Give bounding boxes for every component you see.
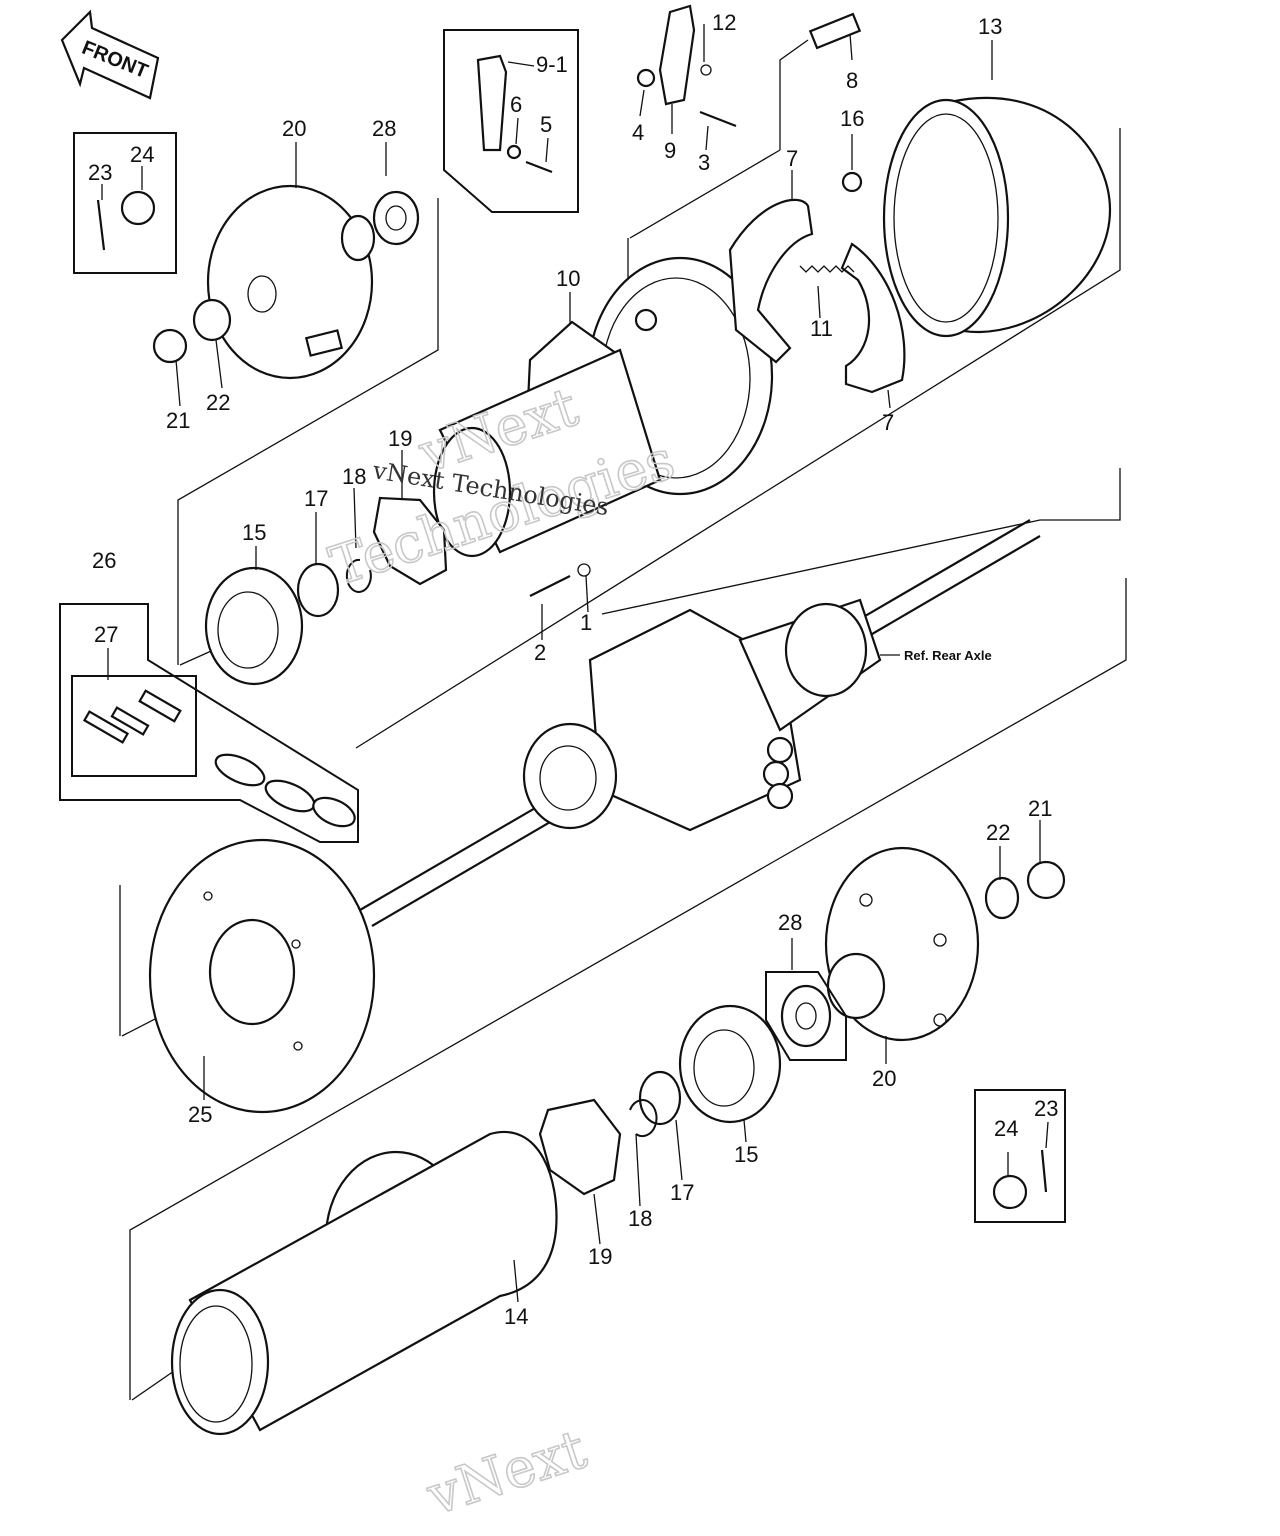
assembly-lines <box>119 39 1127 1401</box>
callout-9-1: 9-1 <box>536 52 568 77</box>
callout-17-top: 17 <box>304 486 328 511</box>
callout-19-top: 19 <box>388 426 412 451</box>
callout-18-top: 18 <box>342 464 366 489</box>
callout-9: 9 <box>664 138 676 163</box>
washer-17-upper <box>296 562 340 618</box>
washer-17-lower <box>638 1070 682 1126</box>
rear-axle-housing <box>359 519 1041 927</box>
brake-lever <box>658 4 696 106</box>
bolt-2 <box>529 575 571 597</box>
seal-28-lower <box>765 971 847 1061</box>
watermark-bottom-line-1: vNext <box>419 1417 594 1527</box>
washer-12 <box>700 64 712 76</box>
callout-22-top: 22 <box>206 390 230 415</box>
brake-cam <box>808 12 862 50</box>
washer-22-upper <box>192 298 232 342</box>
callout-25: 25 <box>188 1102 212 1127</box>
nut-21-upper <box>152 328 188 364</box>
callout-12: 12 <box>712 10 736 35</box>
bearing-15-lower <box>678 1004 782 1124</box>
brake-shoe-upper <box>728 198 814 364</box>
callout-16: 16 <box>840 106 864 131</box>
callout-10: 10 <box>556 266 580 291</box>
front-arrow-icon: FRONT <box>60 9 160 100</box>
cotter-pin-23-top <box>96 199 106 251</box>
gasket-19-lower <box>538 1098 622 1196</box>
chain-links <box>214 753 356 828</box>
castle-nut-24-bottom <box>992 1174 1028 1210</box>
washer-1 <box>577 563 591 577</box>
brake-spring <box>799 265 855 273</box>
brake-panel-hub <box>432 256 774 558</box>
brake-shoe-lower <box>840 242 906 394</box>
cotter-pin-23-bottom <box>1040 1149 1048 1193</box>
callout-23-bottom: 23 <box>1034 1096 1058 1121</box>
callout-14: 14 <box>504 1304 528 1329</box>
callout-4: 4 <box>632 120 644 145</box>
brake-lever-box <box>443 29 579 213</box>
ref-rear-axle-label: Ref. Rear Axle <box>904 648 992 663</box>
spacer-tube-14 <box>170 1130 558 1436</box>
callout-21-bottom: 21 <box>1028 796 1052 821</box>
sprocket-25 <box>148 838 376 1114</box>
watermark-bottom: vNext <box>418 1416 594 1528</box>
callout-27: 27 <box>94 622 118 647</box>
nut-21-lower <box>1026 860 1066 900</box>
washer-22-lower <box>984 876 1020 920</box>
callout-18-bottom: 18 <box>628 1206 652 1231</box>
callout-26: 26 <box>92 548 116 573</box>
nut-16 <box>841 171 863 193</box>
bolt-5 <box>525 160 553 174</box>
callout-8: 8 <box>846 68 858 93</box>
callout-6: 6 <box>510 92 522 117</box>
callout-17-bottom: 17 <box>670 1180 694 1205</box>
circlip-18-upper <box>345 558 372 593</box>
callout-2: 2 <box>534 640 546 665</box>
callout-19-bottom: 19 <box>588 1244 612 1269</box>
nut-4 <box>636 68 656 88</box>
cotter-nut-box-top <box>73 132 177 274</box>
sprocket-hub-upper <box>206 184 376 380</box>
lever-arm-9-1 <box>476 54 508 152</box>
callout-24-bottom: 24 <box>994 1116 1018 1141</box>
callout-20-top: 20 <box>282 116 306 141</box>
callout-21-top: 21 <box>166 408 190 433</box>
callout-11: 11 <box>810 316 833 341</box>
bearing-15-upper <box>204 566 304 686</box>
callout-15-bottom: 15 <box>734 1142 758 1167</box>
callout-3: 3 <box>698 150 710 175</box>
chain-link-box <box>71 675 197 777</box>
callout-13: 13 <box>978 14 1002 39</box>
callout-7-top: 7 <box>786 146 798 171</box>
bolt-3 <box>699 110 737 128</box>
callout-28-top: 28 <box>372 116 396 141</box>
callout-24-top: 24 <box>130 142 154 167</box>
callout-28-bottom: 28 <box>778 910 802 935</box>
callout-7-bottom: 7 <box>882 410 894 435</box>
gasket-19-upper <box>372 496 448 586</box>
cotter-nut-box-bottom <box>974 1089 1066 1223</box>
callout-1: 1 <box>580 610 592 635</box>
callout-15-top: 15 <box>242 520 266 545</box>
master-link <box>82 689 182 744</box>
seal-28-upper <box>372 190 420 246</box>
chain-group-box <box>59 603 359 843</box>
callout-5: 5 <box>540 112 552 137</box>
sprocket-hub-lower <box>824 846 980 1042</box>
callout-22-bottom: 22 <box>986 820 1010 845</box>
callout-23-top: 23 <box>88 160 112 185</box>
circlip-18-lower <box>629 1099 658 1138</box>
brake-drum <box>882 96 1112 338</box>
callout-20-bottom: 20 <box>872 1066 896 1091</box>
castle-nut-24-top <box>120 190 156 226</box>
callout-leaders <box>101 24 1049 1303</box>
washer-6 <box>506 144 522 160</box>
